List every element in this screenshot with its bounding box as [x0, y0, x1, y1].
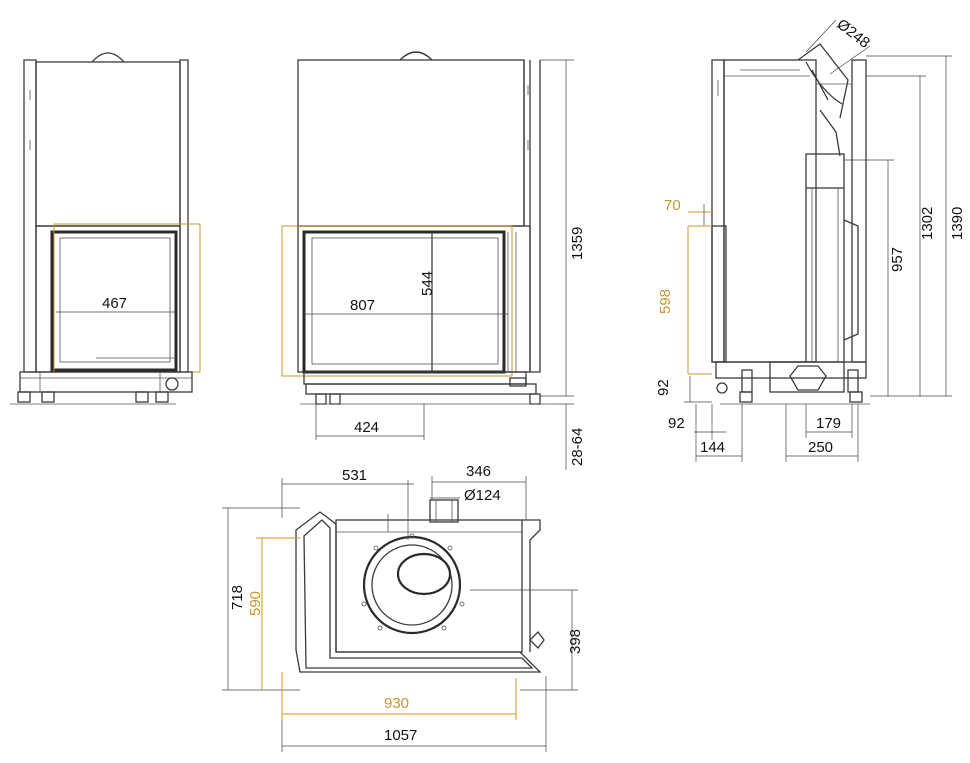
dim-930-label: 930 [384, 695, 409, 712]
dim-1390-label: 1390 [949, 207, 966, 240]
dim-diameter-248-label: Ø248 [834, 16, 873, 52]
dim-957-label: 957 [889, 247, 906, 272]
dim-424-label: 424 [354, 419, 379, 436]
dim-544-label: 544 [419, 271, 436, 296]
dim-1302-label: 1302 [919, 207, 936, 240]
plan-view: 531 346 Ø124 718 590 398 930 1057 [222, 463, 584, 752]
side-view: 807 544 1359 28-64 424 [281, 51, 586, 470]
dim-1057-label: 1057 [384, 727, 417, 744]
section-view: Ø248 1390 1302 957 70 598 92 92 1 [655, 16, 966, 462]
dim-144-label: 144 [700, 439, 725, 456]
dim-398-label: 398 [567, 629, 584, 654]
front-view: 467 [10, 52, 201, 405]
dim-diameter-124-label: Ø124 [464, 487, 501, 504]
dim-598-label: 598 [657, 289, 674, 314]
dim-807-label: 807 [350, 297, 375, 314]
dim-718-label: 718 [229, 585, 246, 610]
dim-28-64-label: 28-64 [569, 428, 586, 466]
dim-346-label: 346 [466, 463, 491, 480]
dim-590-label: 590 [247, 591, 264, 616]
dim-531-label: 531 [342, 467, 367, 484]
dim-467-label: 467 [102, 295, 127, 312]
dim-70-label: 70 [664, 197, 681, 214]
dim-1359-label: 1359 [569, 227, 586, 260]
dim-92-vertical-label: 92 [655, 379, 672, 396]
dim-179-label: 179 [816, 415, 841, 432]
dim-250-label: 250 [808, 439, 833, 456]
dim-92-label: 92 [668, 415, 685, 432]
